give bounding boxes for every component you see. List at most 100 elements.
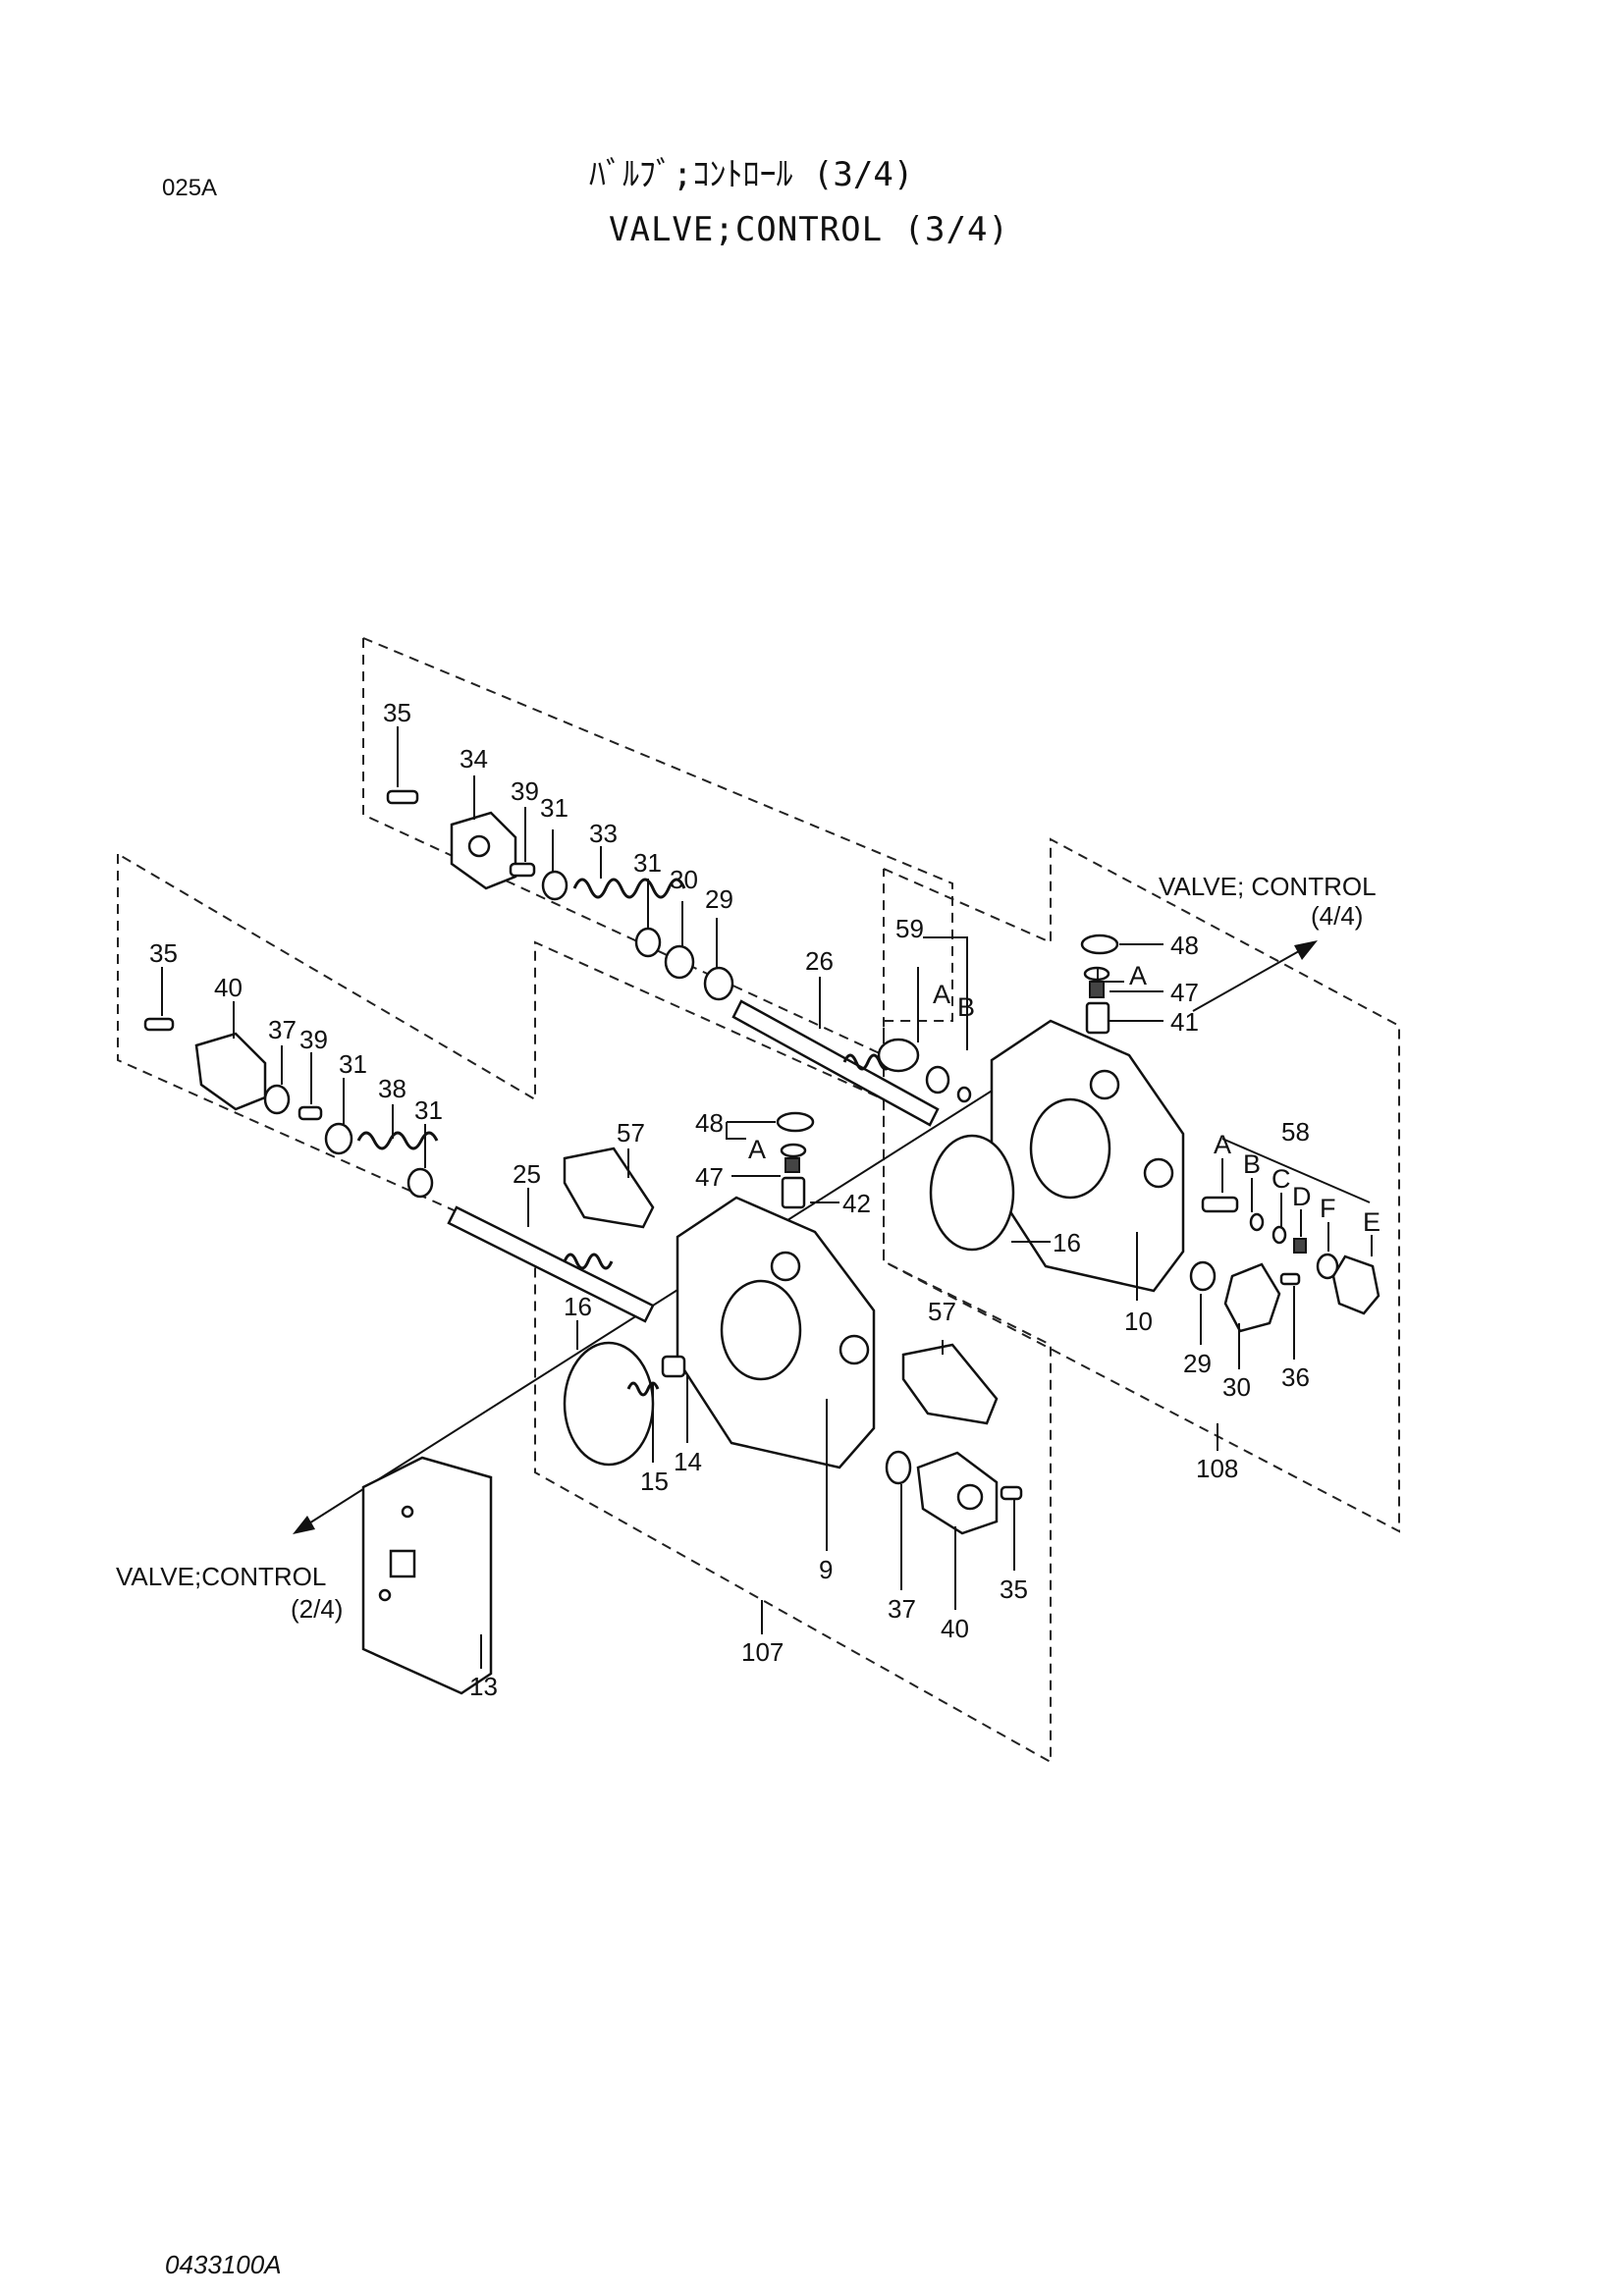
spring-38	[356, 1131, 439, 1150]
end-plate-13	[361, 1456, 493, 1695]
valve-body-10-port-b	[1143, 1157, 1174, 1189]
callout-107: 107	[741, 1637, 784, 1667]
relief-valve-57-lower	[901, 1343, 999, 1425]
callout-38: 38	[378, 1074, 406, 1103]
callout-41: 41	[1170, 1007, 1199, 1037]
spring-33	[572, 878, 686, 899]
callout-35-top: 35	[383, 698, 411, 727]
callout-29-right: 29	[1183, 1349, 1212, 1378]
cap-40-lower	[916, 1451, 999, 1535]
oring-37-lower	[885, 1450, 912, 1485]
document-code: 0433100A	[165, 2250, 282, 2279]
end-plate-13-hole-b	[378, 1588, 392, 1602]
callout-14: 14	[674, 1447, 702, 1476]
ring-58b	[1249, 1212, 1265, 1232]
callout-42: 42	[842, 1189, 871, 1218]
valve-body-10-face	[1029, 1097, 1111, 1200]
callout-108: 108	[1196, 1454, 1238, 1483]
callout-48-mid: 48	[695, 1108, 724, 1138]
callout-57-lower: 57	[928, 1297, 956, 1326]
callout-48-mid-a: A	[748, 1135, 766, 1164]
plug-39-top	[509, 862, 536, 878]
callout-9: 9	[819, 1555, 833, 1584]
spring-58d	[1293, 1238, 1307, 1254]
spool-26	[731, 999, 940, 1127]
plug-39-left	[298, 1105, 323, 1121]
callout-37-lower: 37	[888, 1594, 916, 1624]
callout-58-a: A	[1214, 1130, 1231, 1159]
callout-58-c: C	[1271, 1164, 1291, 1194]
plug-59	[877, 1038, 920, 1073]
callout-48-top-a: A	[1129, 961, 1147, 990]
spool-25-thread	[563, 1253, 614, 1270]
cap-40-port	[956, 1483, 984, 1511]
callout-39-left: 39	[299, 1025, 328, 1054]
callout-40-lower: 40	[941, 1614, 969, 1643]
relief-valve-57-upper	[563, 1147, 655, 1229]
callout-33: 33	[589, 819, 618, 848]
ref-2-4-line2: (2/4)	[291, 1594, 343, 1624]
spring-47-top	[1089, 981, 1105, 998]
bolt-35-lower	[1000, 1485, 1023, 1501]
valve-body-9-port-a	[770, 1251, 801, 1282]
ring-58c	[1271, 1225, 1287, 1245]
ring-29-top	[703, 966, 734, 1001]
cap-40-left	[194, 1032, 267, 1111]
callout-40-left: 40	[214, 973, 243, 1002]
callout-35-left: 35	[149, 938, 178, 968]
assembly-boundary-top	[362, 637, 953, 1057]
ring-29-right	[1189, 1260, 1217, 1292]
callout-13: 13	[469, 1672, 498, 1701]
callout-58-f: F	[1320, 1194, 1336, 1223]
oring-58f	[1316, 1253, 1339, 1280]
ref-2-4-line1: VALVE;CONTROL	[116, 1562, 326, 1591]
callout-16-mid: 16	[564, 1292, 592, 1321]
callout-59-a: A	[933, 980, 950, 1009]
seat-31-left-b	[406, 1167, 434, 1199]
callout-30-top: 30	[670, 865, 698, 894]
bolt-36	[1279, 1272, 1301, 1286]
plug-48-mid	[776, 1111, 815, 1133]
callout-29-top: 29	[705, 884, 733, 914]
callout-58: 58	[1281, 1117, 1310, 1147]
callout-15: 15	[640, 1467, 669, 1496]
callout-31-left-b: 31	[414, 1095, 443, 1125]
poppet-41	[1085, 1001, 1110, 1035]
callout-34: 34	[460, 744, 488, 774]
callout-31-top-a: 31	[540, 793, 568, 823]
seat-31-top-b	[634, 927, 662, 958]
plug-58e	[1331, 1255, 1380, 1315]
callout-16-right: 16	[1053, 1228, 1081, 1257]
arrow-head-to-4-4	[1294, 940, 1318, 960]
callout-47-top: 47	[1170, 978, 1199, 1007]
callout-31-top-b: 31	[633, 848, 662, 878]
bolt-35-left	[143, 1017, 175, 1032]
spool-25	[447, 1205, 655, 1323]
callout-57-upper: 57	[617, 1118, 645, 1148]
callout-25: 25	[513, 1159, 541, 1189]
end-plate-13-hole-a	[401, 1505, 414, 1519]
plug-58a	[1201, 1196, 1239, 1213]
oring-59b	[956, 1086, 972, 1103]
poppet-14	[661, 1355, 686, 1378]
oring-16-mid	[563, 1341, 655, 1467]
oring-a-mid	[780, 1143, 807, 1158]
valve-body-9-face	[720, 1279, 802, 1381]
valve-body-10-port-a	[1089, 1069, 1120, 1100]
spool-26-thread	[842, 1053, 893, 1071]
arrow-line-to-4-4	[1192, 946, 1307, 1012]
washer-30-top	[664, 944, 695, 980]
end-plate-13-window	[389, 1549, 416, 1578]
cover-30-right	[1223, 1262, 1281, 1333]
oring-37-left	[263, 1084, 291, 1115]
seat-31-left	[324, 1122, 353, 1155]
oring-59a	[925, 1065, 950, 1095]
callout-58-e: E	[1363, 1207, 1380, 1237]
page-code: 025A	[162, 175, 218, 201]
leader-lines	[161, 726, 1373, 1669]
title-english: VALVE;CONTROL (3/4)	[609, 210, 1009, 249]
callout-26: 26	[805, 946, 834, 976]
top-cap-group	[386, 789, 734, 1001]
